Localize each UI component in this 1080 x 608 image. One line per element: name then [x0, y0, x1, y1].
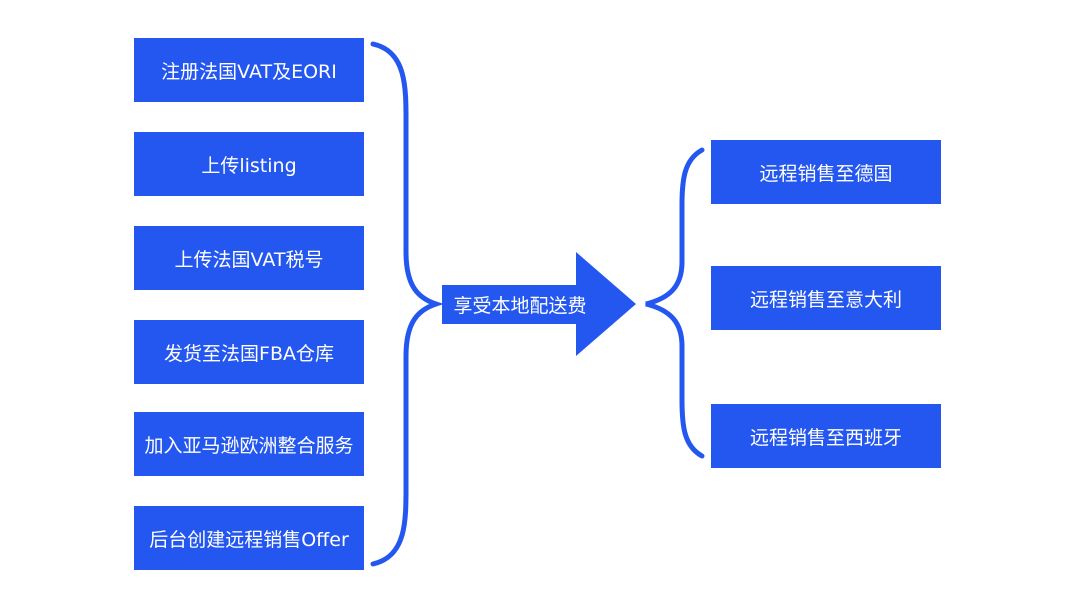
center-arrow	[442, 252, 636, 356]
step-upload-listing: 上传listing	[134, 132, 364, 196]
step-join-pan-eu: 加入亚马逊欧洲整合服务	[134, 412, 364, 476]
result-label: 远程销售至意大利	[749, 288, 902, 311]
step-label: 注册法国VAT及EORI	[161, 60, 337, 83]
step-label: 上传法国VAT税号	[174, 248, 324, 271]
center-arrow-label: 享受本地配送费	[453, 294, 587, 317]
result-italy: 远程销售至意大利	[711, 266, 941, 330]
step-create-offer: 后台创建远程销售Offer	[134, 506, 364, 570]
step-label: 后台创建远程销售Offer	[149, 528, 349, 551]
result-germany: 远程销售至德国	[711, 140, 941, 204]
right-brace	[645, 147, 705, 459]
step-ship-to-fba: 发货至法国FBA仓库	[134, 320, 364, 384]
left-brace	[370, 41, 444, 567]
result-spain: 远程销售至西班牙	[711, 404, 941, 468]
step-label: 发货至法国FBA仓库	[164, 342, 334, 365]
result-label: 远程销售至西班牙	[749, 426, 902, 449]
step-register-vat-eori: 注册法国VAT及EORI	[134, 38, 364, 102]
step-label: 加入亚马逊欧洲整合服务	[144, 434, 354, 457]
result-label: 远程销售至德国	[759, 162, 893, 185]
step-label: 上传listing	[201, 154, 297, 177]
step-upload-vat-number: 上传法国VAT税号	[134, 226, 364, 290]
